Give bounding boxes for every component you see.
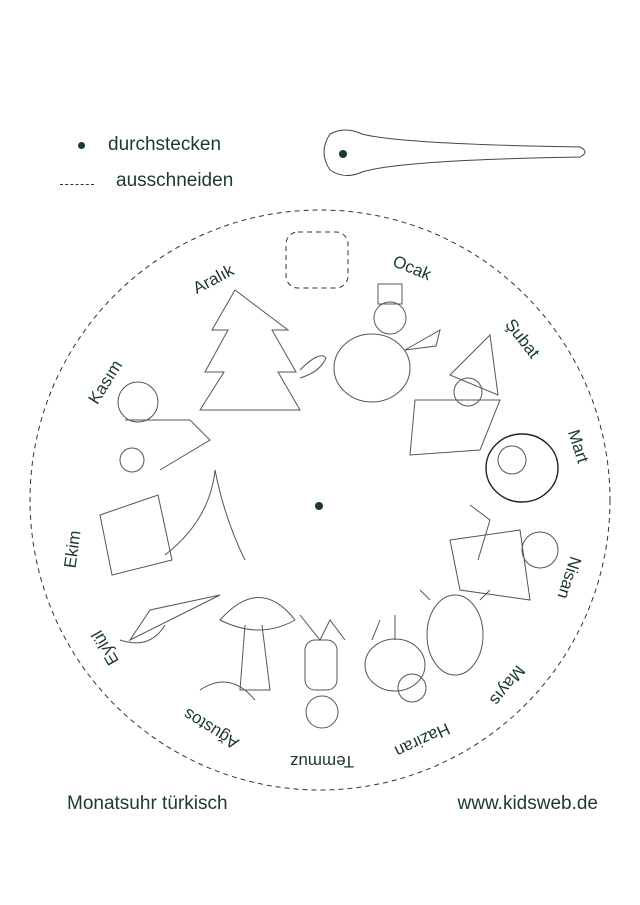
footer-title: Monatsuhr türkisch	[67, 793, 228, 814]
month-label: Mart	[564, 427, 593, 465]
chick-egg-icon	[485, 433, 559, 503]
beetle-icon	[419, 589, 491, 676]
gardener-icon	[449, 504, 559, 601]
month-label: Aralık	[190, 260, 238, 297]
month-label: Ekim	[61, 529, 85, 569]
snowman-icon	[333, 283, 441, 403]
month-label: Haziran	[392, 719, 453, 761]
center-pierce-dot-icon	[315, 502, 323, 510]
wheel-cut-line	[29, 209, 611, 791]
mushroom-icon	[199, 597, 296, 701]
party-hat-icon	[119, 594, 221, 644]
month-label: Ağustos	[180, 704, 242, 753]
footer-website: www.kidsweb.de	[457, 793, 598, 814]
hand-pierce-dot-icon	[339, 150, 347, 158]
bee-icon	[364, 615, 427, 703]
kite-icon	[99, 469, 246, 576]
month-label: Ocak	[390, 252, 434, 285]
child-lantern-icon	[117, 381, 211, 473]
clock-hand-icon	[323, 129, 586, 176]
dashed-line-icon	[60, 184, 94, 185]
christmas-tree-icon	[199, 289, 327, 411]
month-label: Eylül	[88, 627, 123, 668]
month-label: Temmuz	[290, 752, 354, 771]
month-label: Şubat	[501, 315, 543, 362]
legend-cut-label: ausschneiden	[116, 170, 234, 191]
month-label: Kasım	[85, 357, 127, 408]
legend-pierce-label: durchstecken	[108, 134, 222, 155]
pierce-dot-icon	[78, 142, 85, 149]
window-cut-line	[285, 231, 349, 289]
month-label: Mayıs	[486, 662, 529, 709]
child-handstand-icon	[299, 614, 346, 729]
gnome-icon	[409, 333, 501, 456]
month-label: Nisan	[553, 554, 585, 601]
